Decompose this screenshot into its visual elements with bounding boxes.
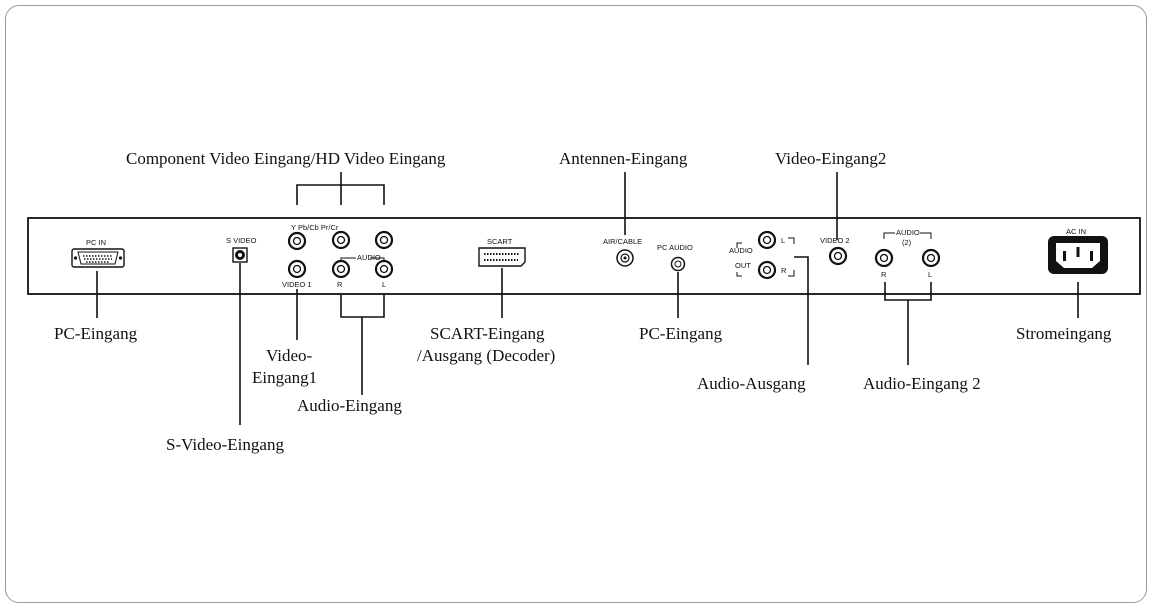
captions: Component Video Eingang/HD Video Eingang…	[54, 149, 1112, 454]
caption-video2: Video-Eingang2	[775, 149, 886, 168]
ac-in-port: AC IN	[1048, 227, 1108, 274]
rca-y-jack	[287, 231, 307, 251]
caption-audio-out: Audio-Ausgang	[697, 374, 806, 393]
rca-pr-jack	[374, 230, 394, 250]
caption-audio-in: Audio-Eingang	[297, 396, 402, 415]
audio2-panel-label: AUDIO	[896, 228, 920, 237]
video2-port: VIDEO 2	[820, 236, 850, 266]
pc-audio-panel-label: PC AUDIO	[657, 243, 693, 252]
scart-panel-label: SCART	[487, 237, 513, 246]
s-video-panel-label: S VIDEO	[226, 236, 257, 245]
audio2-r-jack	[874, 248, 894, 268]
antenna-port: AIR/CABLE	[603, 237, 642, 267]
caption-pc-in: PC-Eingang	[54, 324, 138, 343]
air-cable-panel-label: AIR/CABLE	[603, 237, 642, 246]
audio-out-r-panel-label: R	[781, 266, 787, 275]
caption-video1-line2: Eingang1	[252, 368, 317, 387]
pc-audio-port: PC AUDIO	[657, 243, 693, 272]
audio2-l-panel-label: L	[928, 270, 932, 279]
caption-s-video: S-Video-Eingang	[166, 435, 284, 454]
caption-pc-audio: PC-Eingang	[639, 324, 723, 343]
video1-panel-label: VIDEO 1	[282, 280, 312, 289]
audio-out-l-jack	[757, 230, 777, 250]
audio2-number-panel-label: (2)	[902, 238, 912, 247]
component-video-block: Y Pb/Cb Pr/Cr AUDIO VIDEO 1 R	[282, 223, 394, 289]
caption-scart-line2: /Ausgang (Decoder)	[417, 346, 555, 365]
ac-in-panel-label: AC IN	[1066, 227, 1086, 236]
caption-audio-in2: Audio-Eingang 2	[863, 374, 981, 393]
caption-component-video: Component Video Eingang/HD Video Eingang	[126, 149, 446, 168]
pc-in-panel-label: PC IN	[86, 238, 106, 247]
rear-panel	[27, 217, 1141, 295]
audio-panel-label: AUDIO	[357, 253, 381, 262]
caption-antenna: Antennen-Eingang	[559, 149, 688, 168]
audio-l-panel-label: L	[382, 280, 386, 289]
leader-lines	[96, 172, 1079, 425]
audio-out-l-panel-label: L	[781, 236, 785, 245]
audio-out-block: AUDIO OUT L R	[729, 230, 795, 280]
audio-out-panel-label-1: AUDIO	[729, 246, 753, 255]
audio2-block: AUDIO (2) R L	[874, 228, 941, 279]
scart-port: SCART	[478, 237, 526, 267]
caption-video1-line1: Video-	[266, 346, 313, 365]
s-video-port: S VIDEO	[226, 236, 257, 263]
video2-panel-label: VIDEO 2	[820, 236, 850, 245]
ypbpr-panel-label: Y Pb/Cb Pr/Cr	[291, 223, 339, 232]
rca-pb-jack	[331, 230, 351, 250]
audio-r-panel-label: R	[337, 280, 343, 289]
audio2-r-panel-label: R	[881, 270, 887, 279]
rca-video1-jack	[287, 259, 307, 279]
audio-out-panel-label-2: OUT	[735, 261, 751, 270]
diagram-frame	[5, 5, 1147, 603]
audio-out-r-jack	[757, 260, 777, 280]
audio2-l-jack	[921, 248, 941, 268]
pc-in-port: PC IN	[71, 238, 125, 268]
caption-scart-line1: SCART-Eingang	[430, 324, 545, 343]
caption-power: Stromeingang	[1016, 324, 1112, 343]
